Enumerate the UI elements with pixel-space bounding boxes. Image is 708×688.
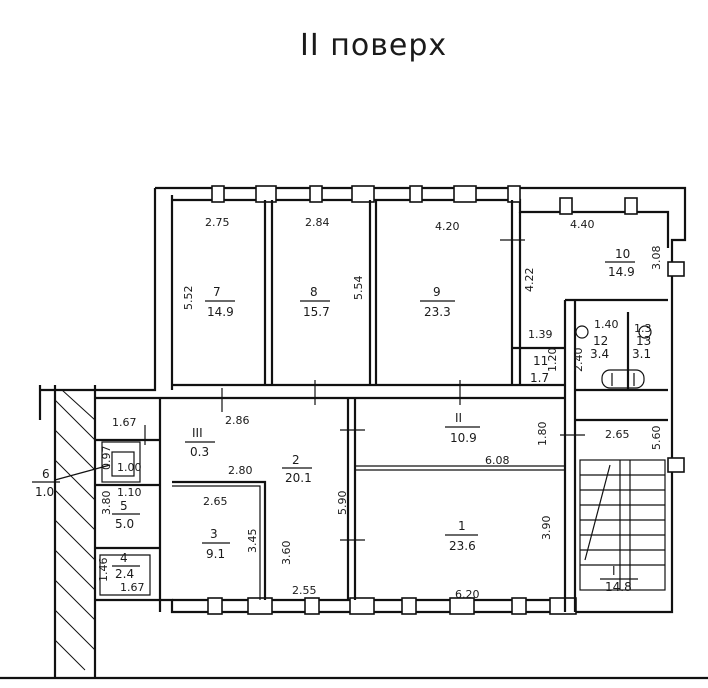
room-area: 14.8 (605, 580, 632, 594)
room-area: 2.4 (115, 567, 134, 581)
dimension-label: 3.60 (280, 541, 293, 566)
dimension-label: 5.90 (336, 491, 349, 516)
room-number: 11 (533, 354, 548, 368)
dimension-label: 0.97 (100, 446, 113, 471)
dimension-label: 4.40 (570, 218, 595, 231)
dimension-label: 1.67 (112, 416, 137, 429)
room-number: 8 (310, 285, 318, 299)
dimension-label: 1.3 (634, 322, 652, 335)
room-number: III (192, 426, 203, 440)
dimension-label: 3.90 (540, 516, 553, 541)
dimension-label: 1.20 (546, 348, 559, 373)
room-number: 3 (210, 527, 218, 541)
dimension-label: 5.60 (650, 426, 663, 451)
room-number: 2 (292, 453, 300, 467)
room-area: 9.1 (206, 547, 225, 561)
dimension-label: 1.40 (594, 318, 619, 331)
room-area: 23.6 (449, 539, 476, 553)
dimension-label: 2.65 (203, 495, 228, 508)
room-area: 23.3 (424, 305, 451, 319)
dimension-label: 4.20 (435, 220, 460, 233)
sanitary-fixtures (575, 325, 652, 389)
dimension-label: 6.08 (485, 454, 510, 467)
dimension-label: 1.67 (120, 581, 145, 594)
room-number: 13 (636, 334, 651, 348)
door-marks (54, 239, 585, 541)
room-area: 15.7 (303, 305, 330, 319)
dimension-label: 4.22 (523, 268, 536, 293)
dimension-label: 2.84 (305, 216, 330, 229)
dimension-label: 3.45 (246, 529, 259, 554)
dimension-label: 2.55 (292, 584, 317, 597)
windows-bottom (207, 597, 577, 615)
dimension-label: 5.54 (352, 276, 365, 301)
room-number: 6 (42, 467, 50, 481)
room-area: 3.4 (590, 347, 609, 361)
room-number: 10 (615, 247, 630, 261)
room-area: 3.1 (632, 347, 651, 361)
dimension-label: 2.80 (228, 464, 253, 477)
dimension-label: 1.10 (117, 486, 142, 499)
room-number: I (612, 564, 616, 578)
room-area: 1.0 (35, 485, 54, 499)
dimension-label: 1.46 (97, 558, 110, 583)
room-area: 20.1 (285, 471, 312, 485)
dimension-label: 1.80 (536, 422, 549, 447)
dimension-label: 6.20 (455, 588, 480, 601)
dimension-label: 2.65 (605, 428, 630, 441)
dimension-label: 2.75 (205, 216, 230, 229)
room-number: 5 (120, 499, 128, 513)
room-number: 1 (458, 519, 466, 533)
dimension-label: 2.86 (225, 414, 250, 427)
room-number: 4 (120, 551, 128, 565)
dimension-label: 2.40 (572, 348, 585, 373)
room-area: 1.7 (530, 371, 549, 385)
dimension-label: 3.08 (650, 246, 663, 271)
room-number: 12 (593, 334, 608, 348)
plan-title: II поверх (300, 28, 447, 63)
room-number: 9 (433, 285, 441, 299)
room-number: 7 (213, 285, 221, 299)
dimension-label: 5.52 (182, 286, 195, 311)
dimension-label: 3.80 (100, 491, 113, 516)
exterior-hatched-wall (38, 385, 97, 678)
dimension-label: 1.39 (528, 328, 553, 341)
room-number: II (455, 411, 462, 425)
dimension-labels: 2.75 2.84 4.20 4.40 5.52 5.54 4.22 3.08 … (97, 216, 663, 601)
room-area: 0.3 (190, 445, 209, 459)
room-area: 10.9 (450, 431, 477, 445)
dimension-label: 1.00 (117, 461, 142, 474)
room-area: 14.9 (608, 265, 635, 279)
room-area: 5.0 (115, 517, 134, 531)
room-area: 14.9 (207, 305, 234, 319)
interior-walls (95, 200, 668, 612)
staircase (579, 459, 666, 591)
room-labels: 7 14.9 8 15.7 9 23.3 10 14.9 11 1.7 12 3… (32, 247, 651, 594)
